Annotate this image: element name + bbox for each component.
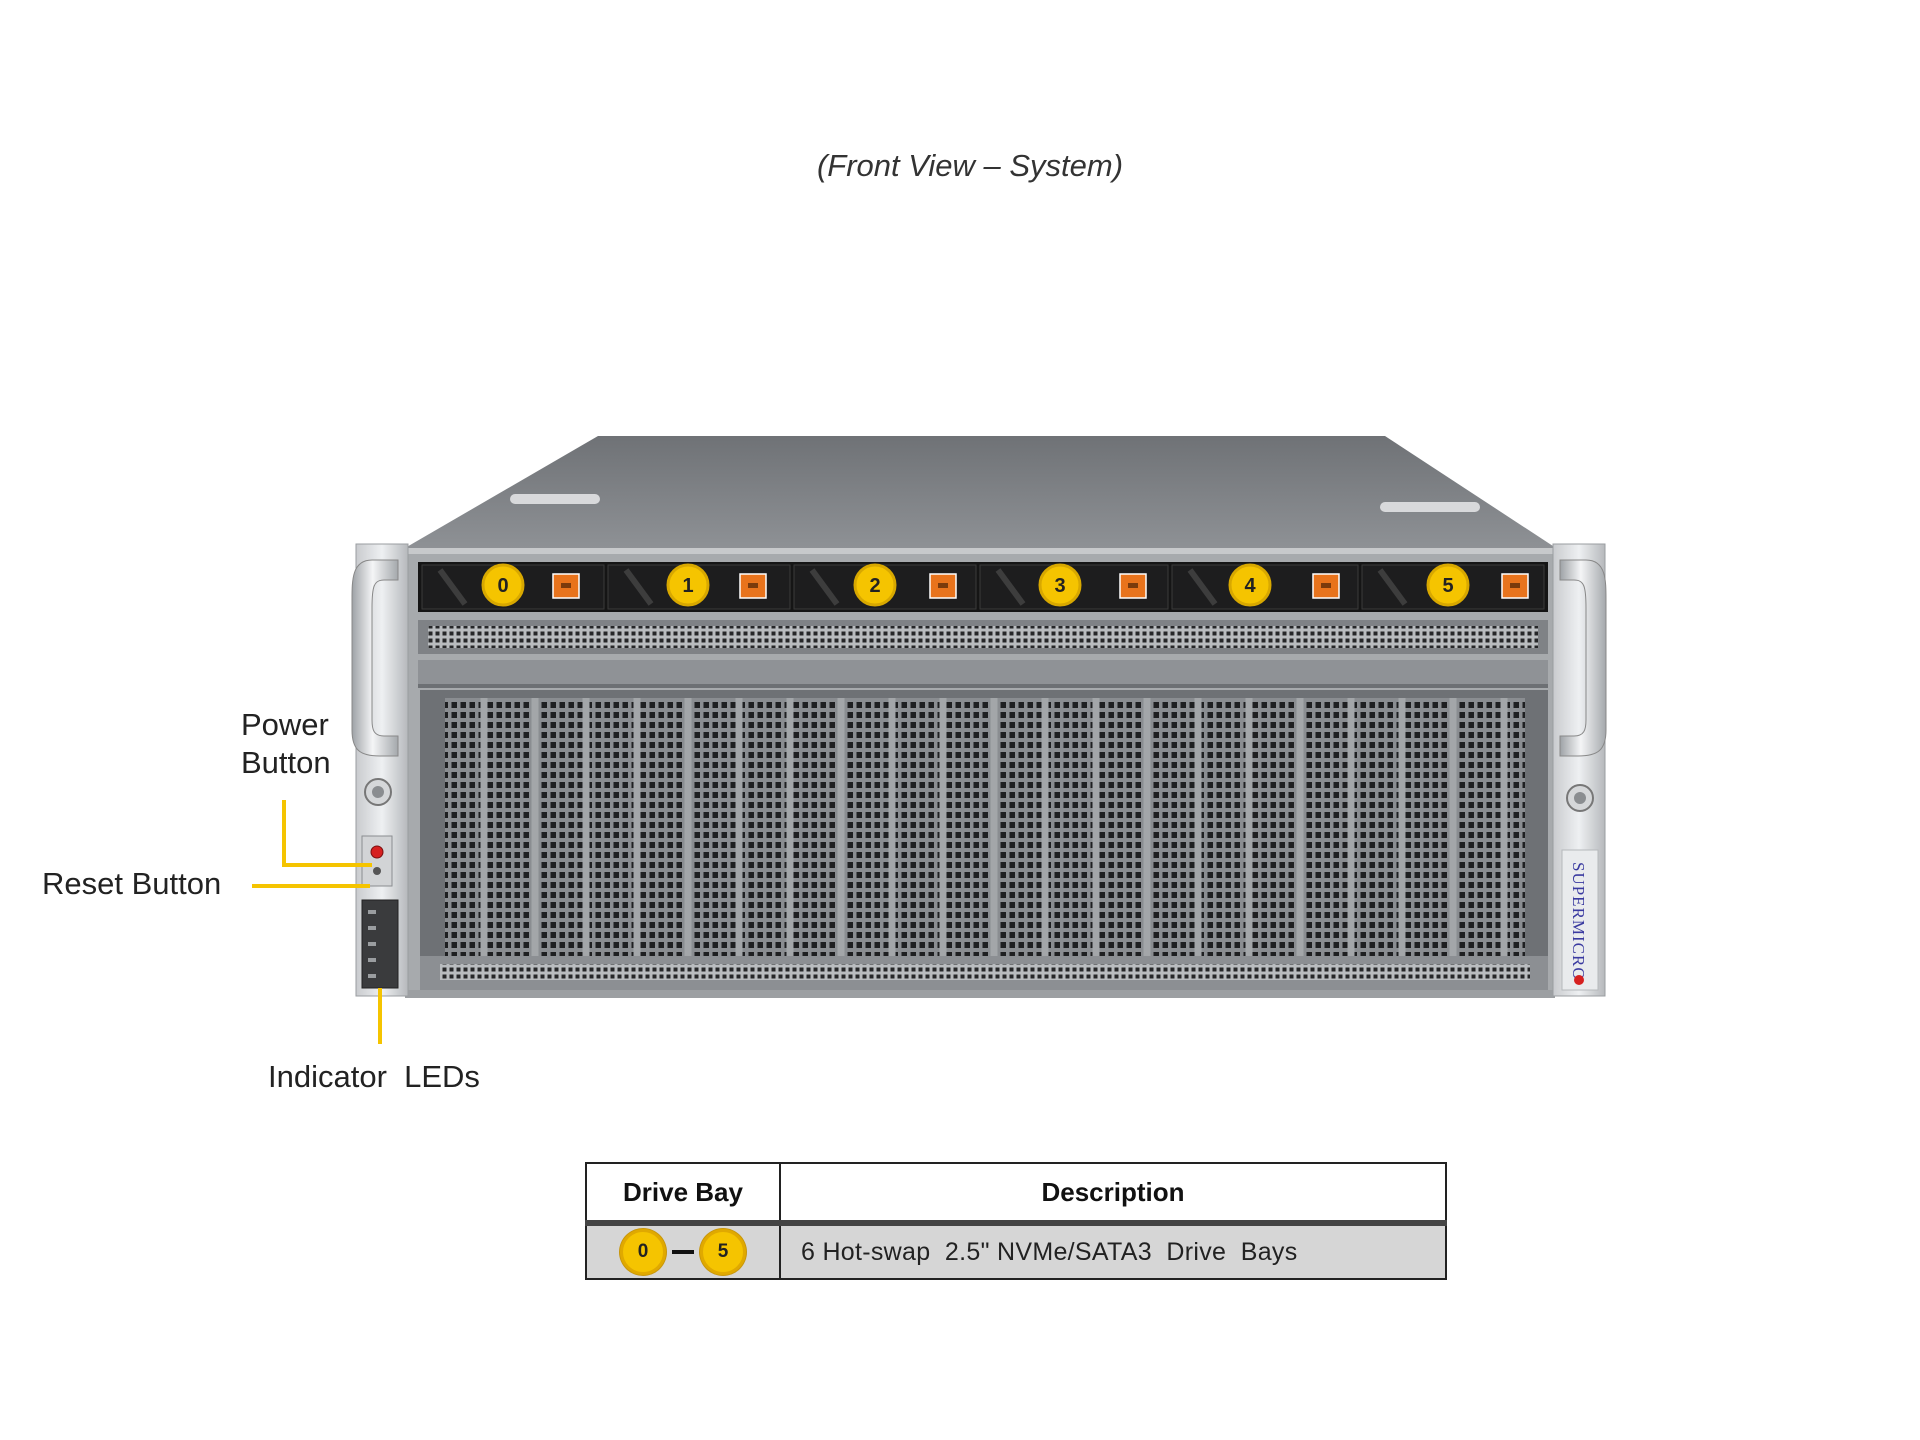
reset-button[interactable] (373, 867, 381, 875)
brand-logo: SUPERMICRO (1569, 862, 1588, 981)
drive-bay-5: 5 (1361, 563, 1545, 610)
drive-bay-number: 2 (869, 575, 880, 597)
drive-bays: 0 1 2 3 (421, 563, 1545, 610)
drive-bay-number: 4 (1244, 575, 1256, 597)
column-header-drive-bay: Drive Bay (585, 1162, 781, 1226)
indicator-leds (361, 899, 399, 989)
drive-bay-number: 3 (1054, 575, 1065, 597)
figure-title: (Front View – System) (816, 148, 1124, 183)
left-rack-ear (351, 543, 409, 997)
drive-bay-4: 4 (1171, 563, 1359, 610)
drive-bay-number: 0 (497, 575, 508, 597)
drive-bay-2: 2 (793, 563, 977, 610)
power-callout-line (282, 800, 372, 867)
right-rack-ear: SUPERMICRO (1552, 543, 1607, 997)
description-cell: 6 Hot-swap 2.5" NVMe/SATA3 Drive Bays (779, 1222, 1447, 1280)
indicator-leds-label: Indicator LEDs (268, 1059, 480, 1094)
power-button[interactable] (370, 845, 384, 859)
bay-badge-end: 5 (700, 1229, 746, 1275)
chassis-top (405, 436, 1556, 548)
drive-bay-3: 3 (979, 563, 1169, 610)
reset-button-label: Reset Button (42, 866, 222, 901)
power-label-line2: Button (241, 745, 331, 780)
grille-dividers (480, 698, 1508, 956)
drive-bay-0: 0 (421, 563, 605, 610)
drive-bay-number: 5 (1442, 575, 1453, 597)
power-button-label: Power Button (241, 706, 331, 782)
drive-bay-number: 1 (682, 575, 693, 597)
range-dash (672, 1250, 694, 1254)
drive-bay-1: 1 (607, 563, 791, 610)
column-header-description: Description (779, 1162, 1447, 1226)
callout-lines (252, 800, 382, 1044)
bay-badge-start: 0 (620, 1229, 666, 1275)
power-label-line1: Power (241, 707, 329, 742)
